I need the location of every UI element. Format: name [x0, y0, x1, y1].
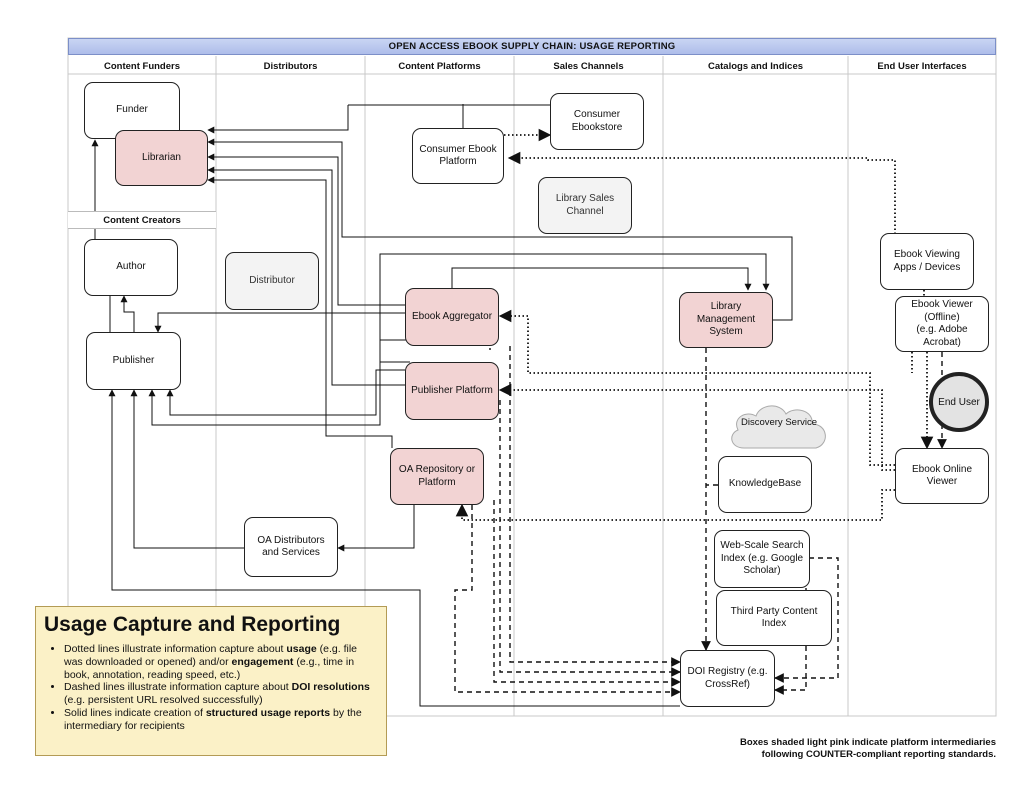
node-ebook-aggregator: Ebook Aggregator	[405, 288, 499, 346]
solid-report-lines	[91, 104, 793, 707]
node-doi-registry: DOI Registry (e.g. CrossRef)	[680, 650, 775, 707]
lane-distributors: Distributors	[263, 60, 318, 72]
node-web-scale-search-index: Web-Scale Search Index (e.g. Google Scho…	[714, 530, 810, 588]
lane-content-platforms: Content Platforms	[398, 60, 481, 72]
node-publisher: Publisher	[86, 332, 181, 390]
legend-heading: Usage Capture and Reporting	[44, 613, 341, 636]
legend-text: (e.g. persistent URL resolved successful…	[64, 694, 263, 707]
lane-sales-channels: Sales Channels	[553, 60, 624, 72]
legend-list: Dotted lines illustrate information capt…	[44, 643, 378, 733]
lane-catalogs-indices: Catalogs and Indices	[707, 60, 804, 72]
node-knowledgebase: KnowledgeBase	[718, 456, 812, 513]
dotted-usage-lines	[455, 128, 934, 521]
sublane-content-creators: Content Creators	[68, 211, 216, 229]
node-librarian: Librarian	[115, 130, 208, 186]
dashed-doi-lines	[454, 330, 947, 697]
node-consumer-ebook-platform: Consumer Ebook Platform	[412, 128, 504, 184]
legend-bold: DOI resolutions	[291, 681, 370, 694]
node-ebook-viewer-offline: Ebook Viewer (Offline) (e.g. Adobe Acrob…	[895, 296, 989, 352]
legend-bold: engagement	[231, 655, 294, 668]
legend-item-dashed: Dashed lines illustrate information capt…	[64, 681, 378, 707]
legend-item-solid: Solid lines indicate creation of structu…	[64, 707, 378, 733]
legend-item-dotted: Dotted lines illustrate information capt…	[64, 643, 378, 681]
discovery-cloud-icon	[731, 405, 826, 449]
node-end-user: End User	[929, 372, 989, 432]
legend-text: (e.g., time in book, annotation, reading…	[64, 655, 355, 681]
legend-text: (e.g. file was downloaded or opened) and…	[64, 643, 358, 668]
node-publisher-platform: Publisher Platform	[405, 362, 499, 420]
legend-bold: usage	[286, 643, 317, 655]
node-ebook-online-viewer: Ebook Online Viewer	[895, 448, 989, 504]
legend-bold: structured usage reports	[205, 706, 331, 719]
node-library-management-system: Library Management System	[679, 292, 773, 348]
lane-content-funders: Content Funders	[104, 60, 180, 72]
legend-text: Dotted lines illustrate information capt…	[64, 643, 287, 655]
discovery-service-label: Discovery Service	[740, 417, 818, 428]
node-third-party-content-index: Third Party Content Index	[716, 590, 832, 646]
legend-text: Solid lines indicate creation of	[64, 706, 206, 719]
legend-text: Dashed lines illustrate information capt…	[64, 681, 292, 694]
node-distributor: Distributor	[225, 252, 319, 310]
node-library-sales-channel: Library Sales Channel	[538, 177, 632, 234]
node-author: Author	[84, 239, 178, 296]
node-oa-repository: OA Repository or Platform	[390, 448, 484, 505]
lane-end-user-interfaces: End User Interfaces	[877, 60, 967, 72]
legend-panel: Usage Capture and Reporting Dotted lines…	[35, 606, 387, 756]
node-funder: Funder	[84, 82, 180, 139]
legend-text: by the intermediary for recipients	[64, 706, 362, 732]
node-ebook-viewing-apps: Ebook Viewing Apps / Devices	[880, 233, 974, 290]
pink-box-note: Boxes shaded light pink indicate platfor…	[739, 737, 996, 760]
node-consumer-ebookstore: Consumer Ebookstore	[550, 93, 644, 150]
diagram-title: OPEN ACCESS EBOOK SUPPLY CHAIN: USAGE RE…	[68, 38, 996, 55]
node-oa-distributors: OA Distributors and Services	[244, 517, 338, 577]
